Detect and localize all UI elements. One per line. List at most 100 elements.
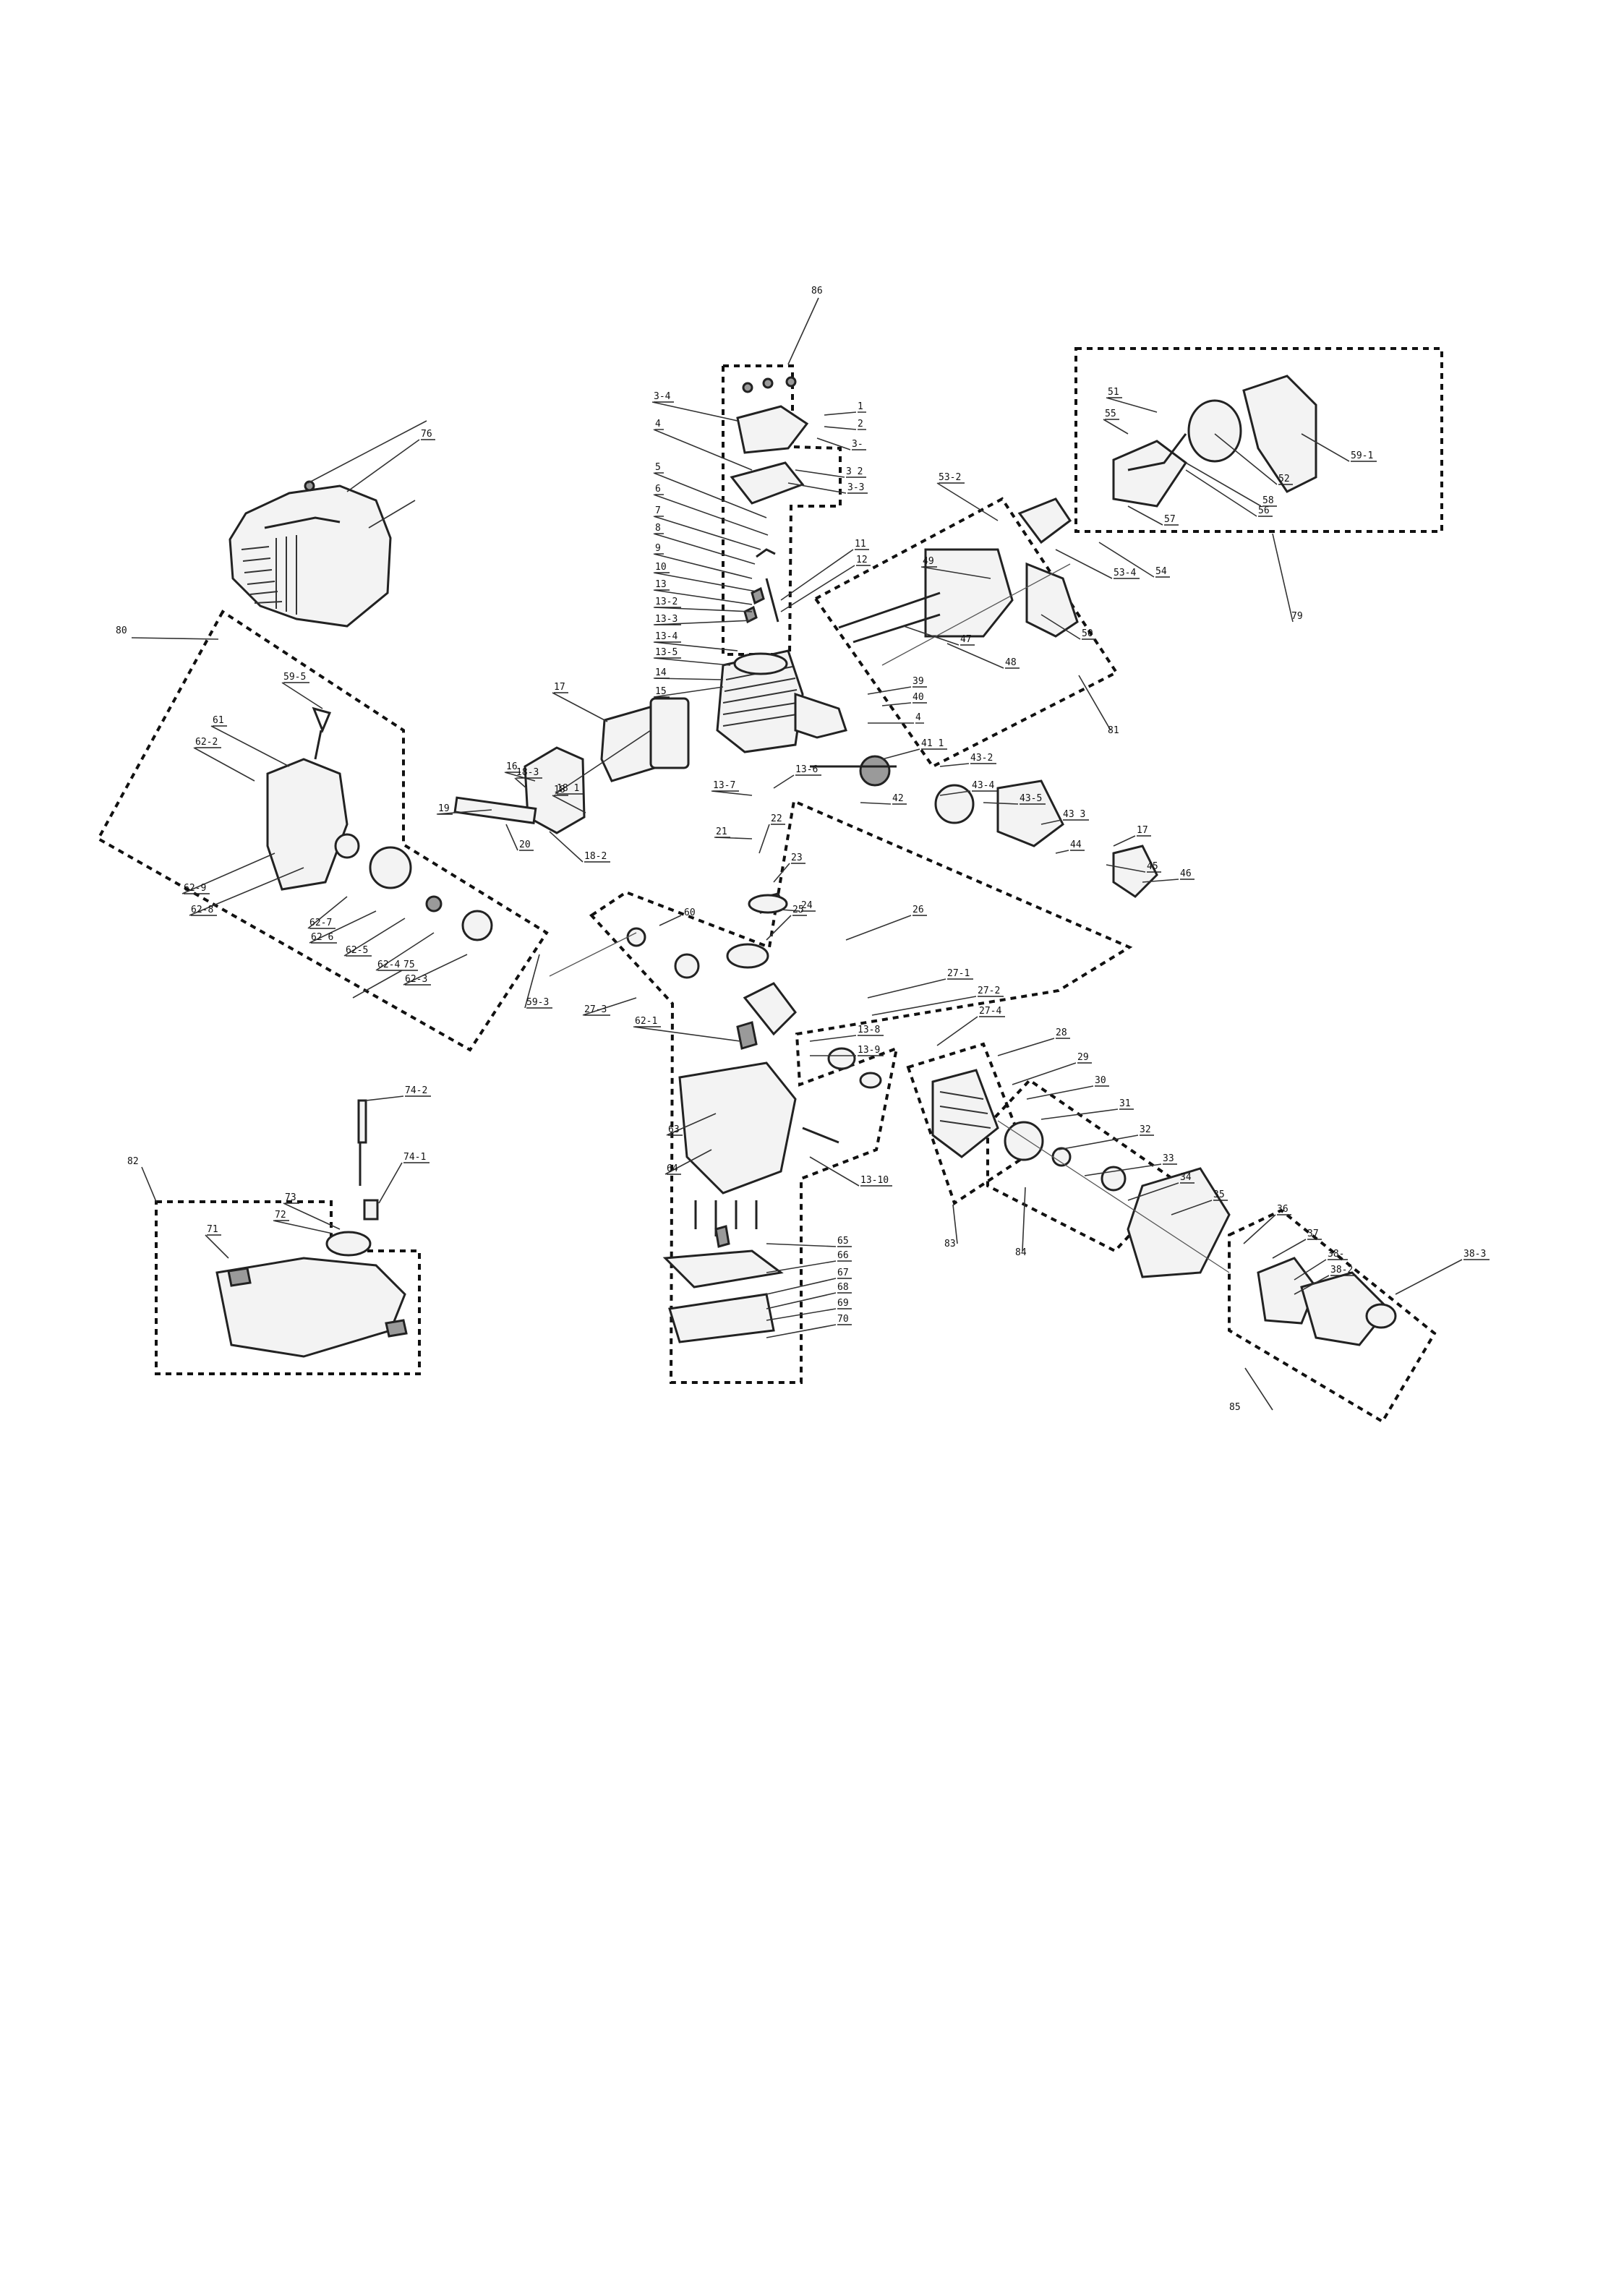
- carburetor-bracket-assembly: [838, 497, 1079, 644]
- part-label: 41 1: [921, 738, 944, 749]
- part-leader-line: [1185, 469, 1257, 517]
- part-leader-line: [1084, 1163, 1162, 1176]
- part-label: 31: [1119, 1098, 1131, 1109]
- part-label: 43 3: [1063, 809, 1085, 820]
- part-label: 6: [655, 484, 661, 495]
- part-leader-line: [1058, 1134, 1139, 1150]
- part-label: 18-2: [584, 851, 607, 862]
- group-label-79: 79: [1291, 611, 1303, 622]
- part-label: 13: [655, 579, 667, 590]
- part-leader-line: [766, 915, 792, 941]
- part-leader-line: [881, 748, 920, 760]
- crankshaft-assembly: [626, 892, 882, 1089]
- part-label: 4: [915, 712, 921, 723]
- part-label: 73: [285, 1192, 296, 1203]
- muffler-cover: [453, 746, 586, 834]
- part-leader-line: [1055, 549, 1113, 579]
- part-label: 13-3: [655, 614, 678, 625]
- part-leader-line: [1243, 1214, 1276, 1244]
- part-label: 11: [855, 539, 866, 550]
- part-label: 49: [923, 556, 934, 567]
- part-label: 2: [858, 419, 863, 430]
- part-label: 50: [1082, 628, 1093, 639]
- part-label: 62-1: [635, 1016, 657, 1027]
- part-leader-line: [766, 1260, 837, 1273]
- part-leader-line: [552, 692, 608, 722]
- part-label: 25: [792, 905, 804, 915]
- part-leader-line: [1113, 835, 1136, 847]
- part-label: 70: [837, 1314, 849, 1325]
- part-leader-line: [766, 1278, 837, 1295]
- part-leader-line: [816, 437, 851, 450]
- part-label: 53-4: [1114, 568, 1136, 578]
- part-leader-line: [346, 439, 420, 492]
- part-leader-line: [766, 1292, 837, 1309]
- fuel-tank-assembly: [215, 1099, 408, 1358]
- part-leader-line: [1214, 433, 1278, 485]
- part-leader-line: [758, 824, 770, 854]
- part-leader-line: [664, 1149, 712, 1175]
- group-label-82: 82: [127, 1156, 139, 1167]
- part-leader-line: [809, 1035, 857, 1042]
- part-label: 46: [1180, 868, 1192, 879]
- part-label: 38-3: [1463, 1249, 1486, 1260]
- part-label: 71: [207, 1224, 218, 1235]
- part-label: 39: [913, 676, 924, 687]
- group-label-86: 86: [811, 286, 823, 296]
- part-label: 74-1: [403, 1152, 426, 1163]
- part-leader-line: [653, 516, 761, 550]
- group-label-81: 81: [1108, 725, 1119, 736]
- part-label: 62 6: [311, 932, 333, 943]
- part-leader-line: [653, 607, 753, 612]
- part-leader-line: [780, 909, 800, 912]
- part-label: 58: [1262, 495, 1274, 506]
- part-leader-line: [1055, 850, 1069, 854]
- part-label: 76: [421, 429, 432, 440]
- part-label: 38-2: [1330, 1265, 1353, 1275]
- part-leader-line: [281, 682, 323, 709]
- group-85-boundary: [1228, 1208, 1437, 1424]
- part-leader-line: [1294, 1259, 1327, 1281]
- part-leader-line: [653, 641, 738, 651]
- part-leader-line: [867, 686, 912, 695]
- part-leader-line: [711, 790, 753, 796]
- part-leader-line: [555, 730, 651, 795]
- part-label: 53-2: [939, 472, 961, 483]
- part-label: 43-5: [1020, 793, 1042, 804]
- part-label: 64: [667, 1163, 678, 1174]
- part-label: 27-2: [978, 986, 1000, 996]
- part-label: 59-5: [283, 672, 306, 683]
- part-label: 44: [1070, 839, 1082, 850]
- flywheel: [931, 1069, 999, 1158]
- group-81-boundary: [813, 497, 1119, 769]
- engine-cylinder: [716, 649, 847, 753]
- part-label: 13-7: [713, 780, 735, 791]
- part-leader-line: [309, 910, 377, 944]
- part-leader-line: [766, 1324, 837, 1338]
- part-leader-line: [193, 747, 255, 782]
- part-leader-line: [504, 772, 536, 782]
- part-label: 8: [655, 523, 661, 534]
- part-label: 5: [655, 462, 661, 473]
- part-leader-line: [1103, 419, 1129, 435]
- part-leader-line: [505, 824, 518, 851]
- part-leader-line: [1040, 1108, 1119, 1120]
- part-label: 62-8: [191, 905, 213, 915]
- part-label: 38-: [1328, 1249, 1344, 1260]
- part-leader-line: [653, 533, 756, 565]
- part-label: 62-3: [405, 974, 427, 985]
- part-label: 12: [856, 555, 868, 565]
- part-label: 54: [1155, 566, 1167, 577]
- group-60-boundary: [589, 799, 1133, 1384]
- part-label: 13-10: [860, 1175, 889, 1186]
- part-label: 63: [668, 1124, 680, 1135]
- part-leader-line: [867, 978, 946, 999]
- part-leader-line: [1040, 819, 1062, 825]
- part-label: 68: [837, 1282, 849, 1293]
- part-label: 21: [716, 826, 727, 837]
- part-label: 28: [1056, 1027, 1067, 1038]
- part-label: 62-2: [195, 737, 218, 748]
- recoil-starter-assembly: [266, 706, 493, 941]
- clutch-components: [810, 755, 1158, 898]
- group-label-83: 83: [944, 1239, 956, 1249]
